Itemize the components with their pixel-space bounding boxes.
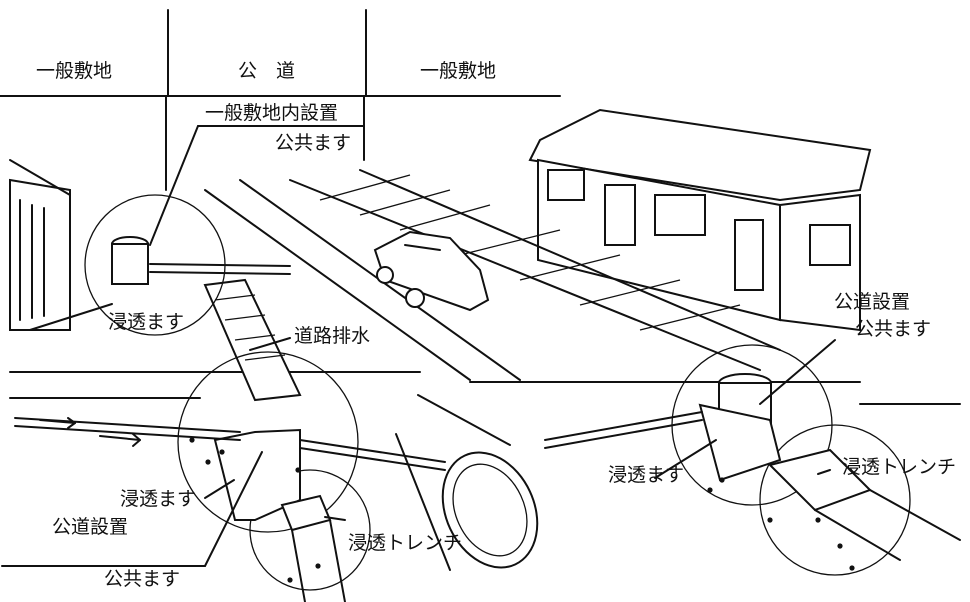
gutter [203,278,302,402]
zone-label-public-road: 公 道 [238,60,296,82]
right-infiltration-basin [544,344,961,576]
sewer-pipe [299,394,539,571]
label-infiltration-basin-left: 浸透ます [108,311,185,333]
zone-header-lines [0,9,561,191]
private-infiltration-basin [84,194,291,336]
right-house [528,108,872,332]
flow-arrows [39,417,141,447]
car [373,230,490,312]
water-droplets [189,437,855,583]
label-public-road-installed-right: 公道設置 [834,291,911,313]
label-infiltration-basin-right: 浸透ます [608,464,685,486]
label-infiltration-basin-center: 浸透ます [120,488,197,510]
label-public-basin-right: 公共ます [855,318,932,340]
left-house [9,159,71,331]
ground-lines [9,371,961,405]
label-road-drainage: 道路排水 [294,325,371,347]
zone-label-right-private: 一般敷地 [420,60,497,82]
zone-label-left-private: 一般敷地 [36,60,113,82]
label-public-basin-top: 公共ます [275,132,352,154]
label-infiltration-trench-center: 浸透トレンチ [348,532,463,554]
label-public-road-installed-left: 公道設置 [52,516,129,538]
leader-lines [1,125,836,567]
label-infiltration-trench-right: 浸透トレンチ [842,456,957,478]
label-public-basin-bottom: 公共ます [104,568,181,590]
label-private-installed: 一般敷地内設置 [205,102,339,124]
